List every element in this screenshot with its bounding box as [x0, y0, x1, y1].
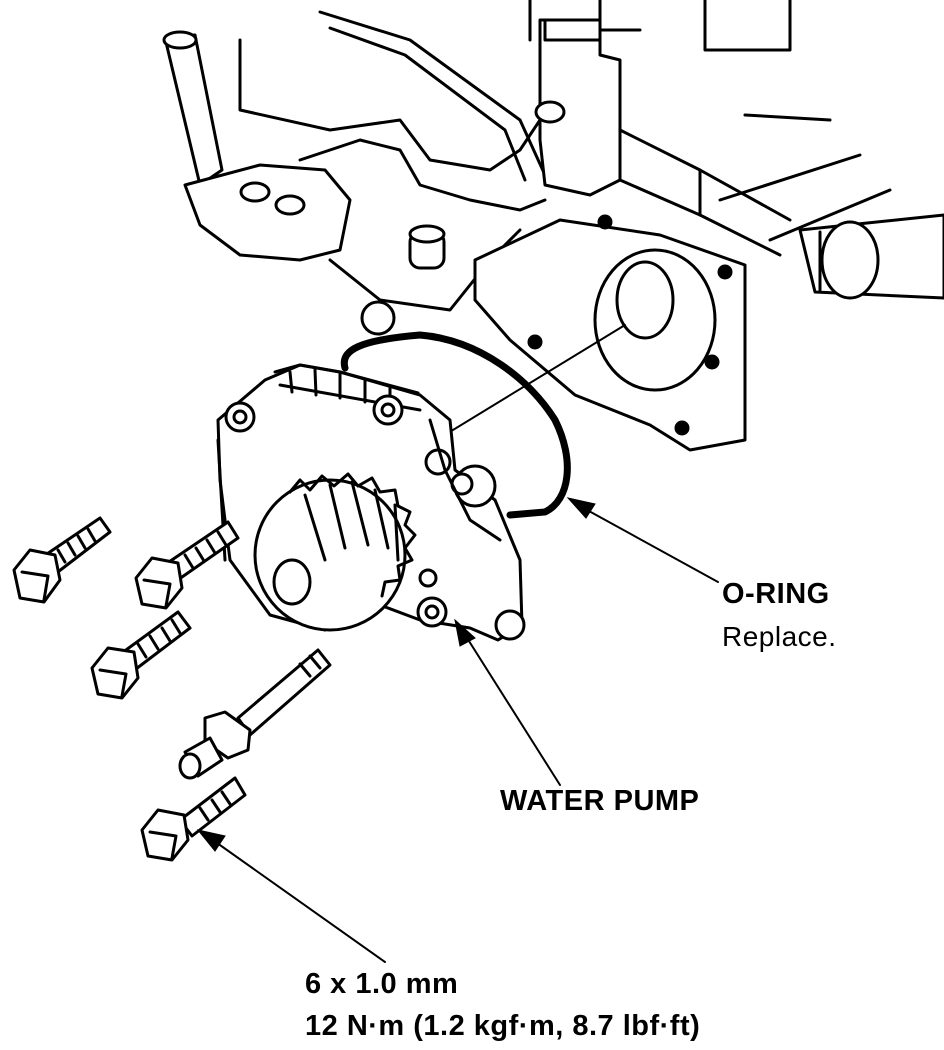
o-ring-label: O-RING [722, 578, 830, 610]
water-pump-leader-arrow [454, 618, 561, 786]
water-pump-label: WATER PUMP [500, 785, 700, 817]
water-pump [216, 363, 526, 642]
bolt-2 [134, 520, 240, 610]
bolt-size-label: 6 x 1.0 mm [305, 968, 459, 1000]
bolt-torque-label: 12 N·m (1.2 kgf·m, 8.7 lbf·ft) [305, 1010, 701, 1042]
bolt-3 [90, 610, 192, 700]
bolt-1 [12, 516, 112, 604]
o-ring [340, 331, 571, 519]
stud-bolt [178, 648, 332, 780]
o-ring-note: Replace. [722, 621, 837, 652]
engine-block [162, 0, 944, 506]
bolt-5 [140, 776, 247, 862]
bolt-leader-arrow [196, 829, 386, 963]
o-ring-leader-arrow [566, 497, 719, 583]
